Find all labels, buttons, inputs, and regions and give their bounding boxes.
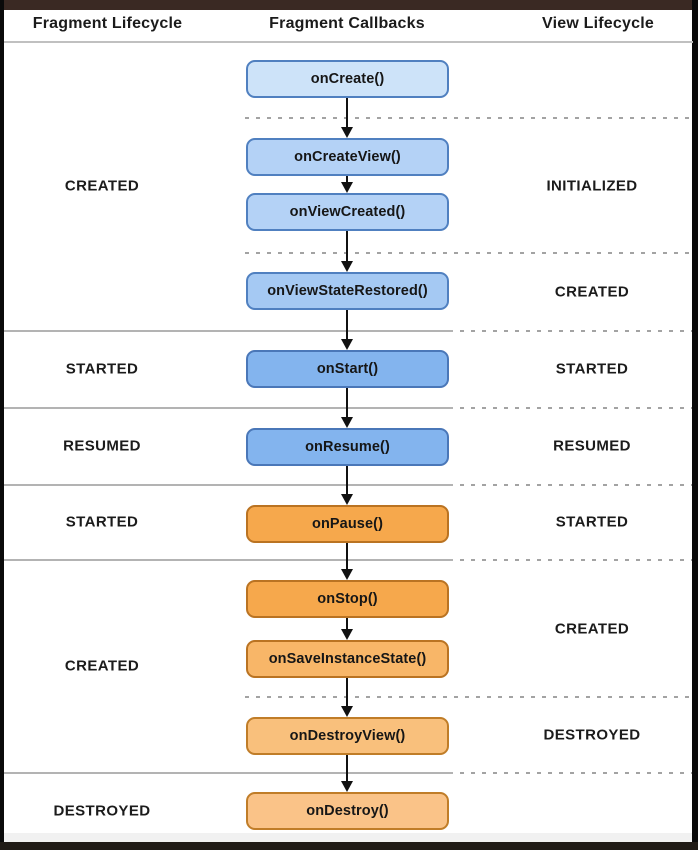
row-divider-dashed: [245, 696, 692, 698]
callback-box-onCreate: onCreate(): [246, 60, 449, 98]
flow-arrow: [346, 176, 348, 183]
callback-label: onSaveInstanceState(): [268, 651, 427, 667]
flow-arrow: [346, 678, 348, 707]
row-divider-dashed: [460, 772, 692, 774]
arrow-head-icon: [341, 127, 353, 138]
footer-strip: [4, 833, 692, 842]
header-view-lifecycle: View Lifecycle: [542, 15, 654, 32]
flow-arrow: [346, 466, 348, 495]
view-state-label: STARTED: [555, 513, 629, 531]
callback-box-onPause: onPause(): [246, 505, 449, 543]
callback-box-onResume: onResume(): [246, 428, 449, 466]
arrow-head-icon: [341, 182, 353, 193]
callback-label: onResume(): [305, 439, 390, 455]
callback-box-onStart: onStart(): [246, 350, 449, 388]
row-divider-dashed: [460, 559, 692, 561]
callback-box-onViewStateRestored: onViewStateRestored(): [246, 272, 449, 310]
callback-box-onCreateView: onCreateView(): [246, 138, 449, 176]
callback-label: onViewCreated(): [289, 204, 406, 220]
view-state-label: RESUMED: [553, 437, 631, 455]
header-divider: [4, 41, 693, 43]
callback-label: onStop(): [317, 591, 378, 607]
row-divider-dashed: [460, 484, 692, 486]
callback-box-onViewCreated: onViewCreated(): [246, 193, 449, 231]
fragment-state-label: CREATED: [64, 177, 140, 195]
callback-label: onCreate(): [310, 71, 385, 87]
arrow-head-icon: [341, 781, 353, 792]
callback-box-onDestroyView: onDestroyView(): [246, 717, 449, 755]
view-state-label: DESTROYED: [543, 726, 641, 744]
arrow-head-icon: [341, 706, 353, 717]
row-divider-solid: [4, 407, 453, 409]
callback-label: onViewStateRestored(): [267, 283, 428, 299]
flow-arrow: [346, 755, 348, 782]
row-divider-dashed: [460, 407, 692, 409]
row-divider-dashed: [245, 252, 692, 254]
arrow-head-icon: [341, 417, 353, 428]
header-fragment-lifecycle: Fragment Lifecycle: [32, 15, 183, 32]
callback-label: onDestroy(): [306, 803, 389, 819]
row-divider-solid: [4, 559, 453, 561]
fragment-state-label: CREATED: [64, 657, 140, 675]
callback-label: onPause(): [312, 516, 383, 532]
row-divider-solid: [4, 330, 453, 332]
callback-box-onDestroy: onDestroy(): [246, 792, 449, 830]
fragment-state-label: STARTED: [65, 360, 139, 378]
view-state-label: CREATED: [554, 620, 630, 638]
flow-arrow: [346, 618, 348, 630]
arrow-head-icon: [341, 339, 353, 350]
callback-label: onDestroyView(): [289, 728, 406, 744]
bottom-bar: [0, 842, 698, 850]
fragment-state-label: STARTED: [65, 513, 139, 531]
row-divider-dashed: [245, 117, 692, 119]
right-border: [692, 0, 698, 850]
fragment-state-label: DESTROYED: [53, 802, 151, 820]
flow-arrow: [346, 388, 348, 418]
flow-arrow: [346, 310, 348, 340]
arrow-head-icon: [341, 261, 353, 272]
view-state-label: INITIALIZED: [546, 177, 638, 195]
view-state-label: STARTED: [555, 360, 629, 378]
arrow-head-icon: [341, 569, 353, 580]
row-divider-solid: [4, 484, 453, 486]
row-divider-solid: [4, 772, 453, 774]
arrow-head-icon: [341, 494, 353, 505]
view-state-label: CREATED: [554, 283, 630, 301]
callback-label: onStart(): [316, 361, 379, 377]
header-fragment-callbacks: Fragment Callbacks: [269, 15, 425, 32]
left-border: [0, 0, 4, 850]
callback-label: onCreateView(): [294, 149, 401, 165]
flow-arrow: [346, 231, 348, 262]
arrow-head-icon: [341, 629, 353, 640]
top-bar: [0, 0, 698, 10]
fragment-state-label: RESUMED: [63, 437, 141, 455]
row-divider-dashed: [460, 330, 692, 332]
flow-arrow: [346, 98, 348, 128]
callback-box-onSaveInstanceState: onSaveInstanceState(): [246, 640, 449, 678]
flow-arrow: [346, 543, 348, 570]
callback-box-onStop: onStop(): [246, 580, 449, 618]
